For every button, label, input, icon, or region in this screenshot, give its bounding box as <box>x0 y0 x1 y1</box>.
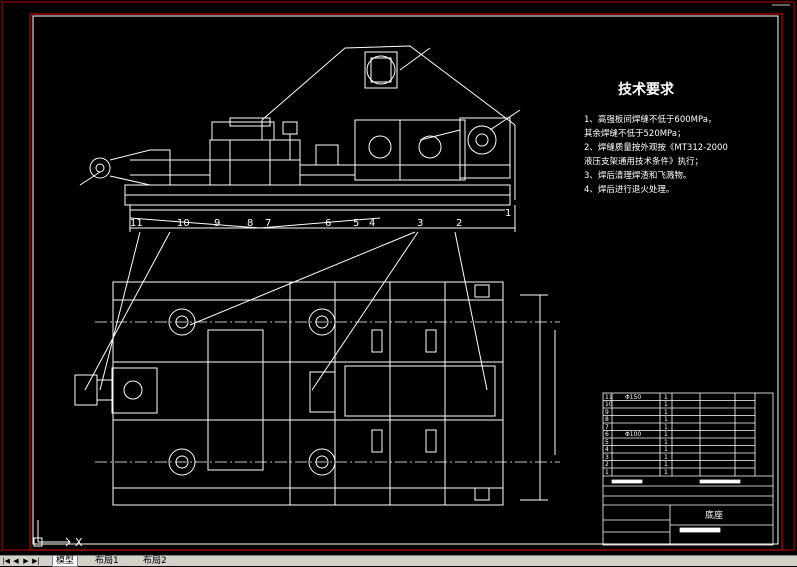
next-tab-icon[interactable]: ▶ <box>23 557 29 565</box>
bom-qty: 1 <box>664 416 668 423</box>
balloon-label: 11 <box>130 218 143 229</box>
bom-qty: 1 <box>664 394 668 401</box>
bom-qty: 1 <box>664 454 668 461</box>
bom-no: 6 <box>605 431 609 438</box>
balloon-label: 6 <box>325 218 331 229</box>
requirement-line: 2、焊缝质量按外观按《MT312-2000 <box>584 142 728 153</box>
drawing-frame <box>29 13 783 551</box>
requirement-line: 液压支架通用技术条件》执行； <box>584 156 703 167</box>
balloon-label: 1 <box>505 208 511 219</box>
balloon-label: 7 <box>265 218 271 229</box>
balloon-label: 4 <box>369 218 375 229</box>
drawing-frame-inner <box>32 15 779 545</box>
bom-qty: 1 <box>664 446 668 453</box>
last-tab-icon[interactable]: ▶| <box>32 557 40 565</box>
bom-qty: 1 <box>664 469 668 476</box>
balloon-label: 9 <box>214 218 220 229</box>
bom-no: 7 <box>605 424 609 431</box>
bom-qty: 1 <box>664 439 668 446</box>
bom-code: Φ100 <box>625 431 641 438</box>
bom-qty: 1 <box>664 431 668 438</box>
tab-model[interactable]: 模型 <box>52 556 79 567</box>
balloon-label: 2 <box>456 218 462 229</box>
bom-code: Φ150 <box>625 394 641 401</box>
bom-qty: 1 <box>664 401 668 408</box>
side-view <box>79 45 521 232</box>
bom-no: 8 <box>605 416 609 423</box>
layout-tab-bar: |◀ ◀ ▶ ▶| 模型 布局1 布局2 <box>0 555 797 567</box>
bom-no: 1 <box>605 469 609 476</box>
plan-view <box>74 231 560 506</box>
requirements-title: 技术要求 <box>618 81 675 98</box>
bom-no: 3 <box>605 454 609 461</box>
bom-no: 9 <box>605 409 609 416</box>
bom-qty: 1 <box>664 409 668 416</box>
balloon-label: 10 <box>177 218 190 229</box>
bom-text: 11 Φ150 1 10 1 9 1 8 1 7 1 6 Φ100 1 5 1 … <box>605 394 723 521</box>
bom-no: 2 <box>605 461 609 468</box>
part-balloons: 11 10 9 8 7 6 5 4 3 2 1 <box>130 208 511 229</box>
bom-qty: 1 <box>664 424 668 431</box>
ucs-icon <box>33 520 71 547</box>
bom-no: 10 <box>605 401 613 408</box>
bom-qty: 1 <box>664 461 668 468</box>
requirement-line: 3、焊后清理焊渣和飞溅物。 <box>584 170 691 181</box>
tab-layout1[interactable]: 布局1 <box>95 556 119 566</box>
tab-layout2[interactable]: 布局2 <box>143 556 167 566</box>
part-name: 底座 <box>705 509 723 521</box>
bom-no: 5 <box>605 439 609 446</box>
first-tab-icon[interactable]: |◀ <box>2 557 10 565</box>
bom-no: 4 <box>605 446 609 453</box>
bom-no: 11 <box>605 394 613 401</box>
ucs-x-label: X <box>75 536 83 549</box>
balloon-label: 5 <box>353 218 359 229</box>
requirement-line: 1、高强板间焊缝不低于600MPa， <box>584 114 716 125</box>
balloon-label: 3 <box>417 218 423 229</box>
technical-requirements: 技术要求 1、高强板间焊缝不低于600MPa， 其余焊缝不低于520MPa； 2… <box>584 81 728 195</box>
prev-tab-icon[interactable]: ◀ <box>13 557 19 565</box>
title-block <box>602 392 774 546</box>
drawing-canvas[interactable]: 11 10 9 8 7 6 5 4 3 2 1 <box>0 0 797 555</box>
requirement-line: 其余焊缝不低于520MPa； <box>584 128 686 139</box>
requirement-line: 4、焊后进行退火处理。 <box>584 184 674 195</box>
balloon-label: 8 <box>247 218 253 229</box>
